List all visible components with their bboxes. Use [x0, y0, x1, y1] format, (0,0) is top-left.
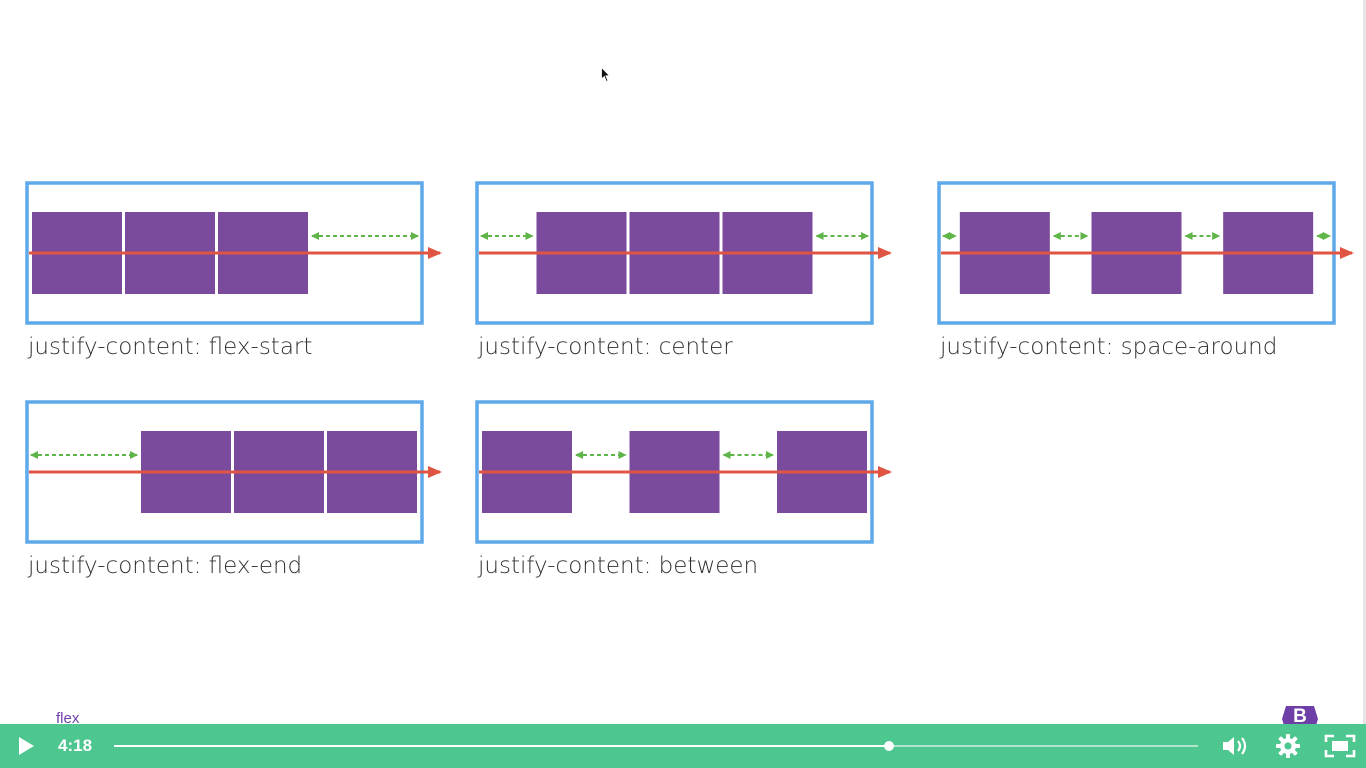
diagram-caption: justify-content: flex-end	[27, 553, 302, 579]
diagram-caption: justify-content: space-around	[939, 334, 1277, 360]
diagram-caption: justify-content: between	[477, 553, 758, 579]
current-time: 4:18	[58, 736, 93, 755]
play-button[interactable]	[10, 732, 40, 760]
progress-bar[interactable]	[114, 741, 1198, 751]
settings-button[interactable]	[1274, 732, 1302, 760]
flexbox-diagrams: justify-content: flex-start justify-conte…	[25, 181, 1354, 579]
diagram-space-around: justify-content: space-around	[937, 181, 1354, 360]
diagram-center: justify-content: center	[475, 181, 892, 360]
fullscreen-button[interactable]	[1322, 732, 1358, 760]
volume-icon	[1223, 737, 1247, 755]
diagram-caption: justify-content: center	[477, 334, 733, 360]
gear-icon	[1276, 734, 1300, 758]
progress-handle[interactable]	[884, 741, 895, 751]
chapter-label: flex	[56, 710, 80, 727]
diagram-flex-start: justify-content: flex-start	[25, 181, 442, 360]
mouse-cursor-icon	[601, 67, 611, 83]
diagram-caption: justify-content: flex-start	[27, 334, 312, 360]
progress-fill	[114, 745, 890, 747]
video-controls: 4:18	[0, 724, 1366, 768]
fullscreen-icon	[1324, 734, 1356, 758]
badge-letter: B	[1293, 706, 1307, 727]
diagram-space-between: justify-content: between	[475, 400, 892, 579]
scrollbar-edge	[1363, 0, 1366, 724]
slide: justify-content: flex-start justify-conte…	[25, 0, 1366, 724]
diagram-flex-end: justify-content: flex-end	[25, 400, 442, 579]
volume-button[interactable]	[1220, 733, 1252, 759]
play-icon	[19, 737, 34, 755]
